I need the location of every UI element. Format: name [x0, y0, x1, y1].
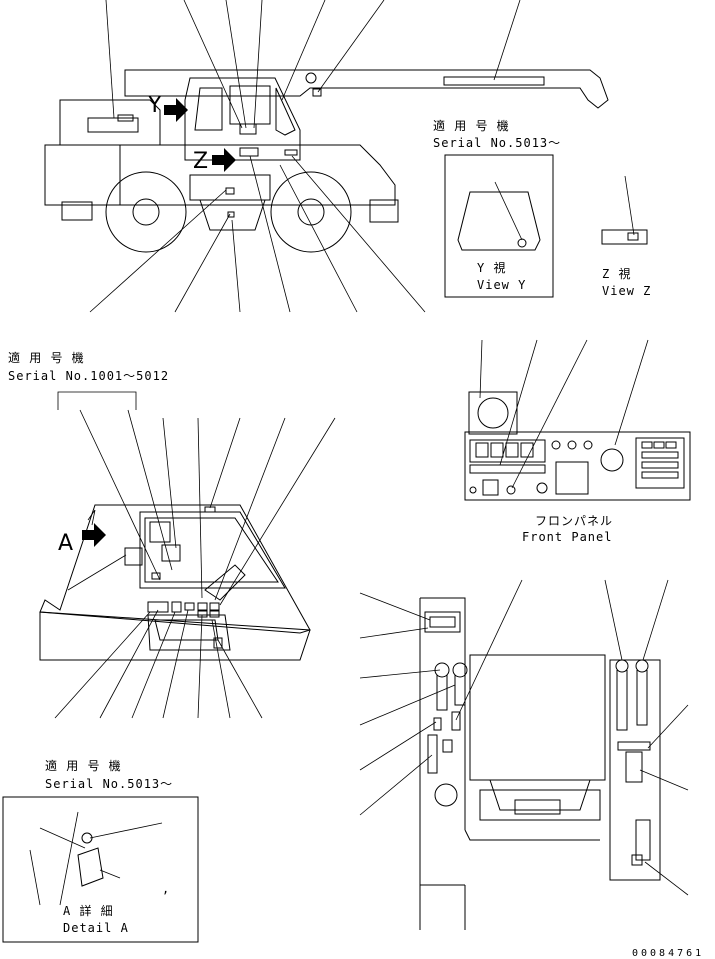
view-y-jp: Y 視 — [477, 260, 506, 275]
front-panel-view: フロンパネル Front Panel — [464, 339, 691, 544]
serial-5013-bottom-jp: 適 用 号 機 — [45, 758, 122, 773]
cab-console-view — [359, 579, 689, 930]
front-panel-jp: フロンパネル — [535, 514, 613, 528]
drawing-number: 00084761 — [632, 948, 704, 959]
crane-side-view: Y Z — [44, 0, 609, 313]
view-y-panel: 適 用 号 機 Serial No.5013～ Y 視 View Y — [433, 118, 561, 298]
view-y: View Y — [477, 278, 526, 292]
detail-a: Detail A — [63, 921, 129, 935]
y-arrow-icon — [164, 98, 188, 122]
serial-5013-bottom: Serial No.5013～ — [45, 777, 173, 791]
detail-a-tick: , — [162, 882, 170, 896]
front-panel: Front Panel — [522, 530, 612, 544]
detail-a-jp: A 詳 細 — [63, 903, 114, 918]
serial-1001: Serial No.1001～5012 — [8, 369, 169, 383]
z-arrow-icon — [212, 148, 236, 172]
cab-interior-view: 適 用 号 機 Serial No.1001～5012 A — [8, 350, 336, 719]
a-arrow-icon — [82, 523, 106, 547]
z-marker: Z — [193, 149, 208, 174]
serial-5013-top: Serial No.5013～ — [433, 136, 561, 150]
y-marker: Y — [147, 93, 162, 118]
serial-5013-top-jp: 適 用 号 機 — [433, 118, 510, 133]
view-z-panel: Z 視 View Z — [601, 175, 651, 298]
view-z: View Z — [602, 284, 651, 298]
detail-a-view: 適 用 号 機 Serial No.5013～ , A 詳 細 Detail A — [2, 758, 199, 943]
serial-1001-jp: 適 用 号 機 — [8, 350, 85, 365]
view-z-jp: Z 視 — [602, 266, 631, 281]
view-a-letter: A — [58, 531, 73, 556]
